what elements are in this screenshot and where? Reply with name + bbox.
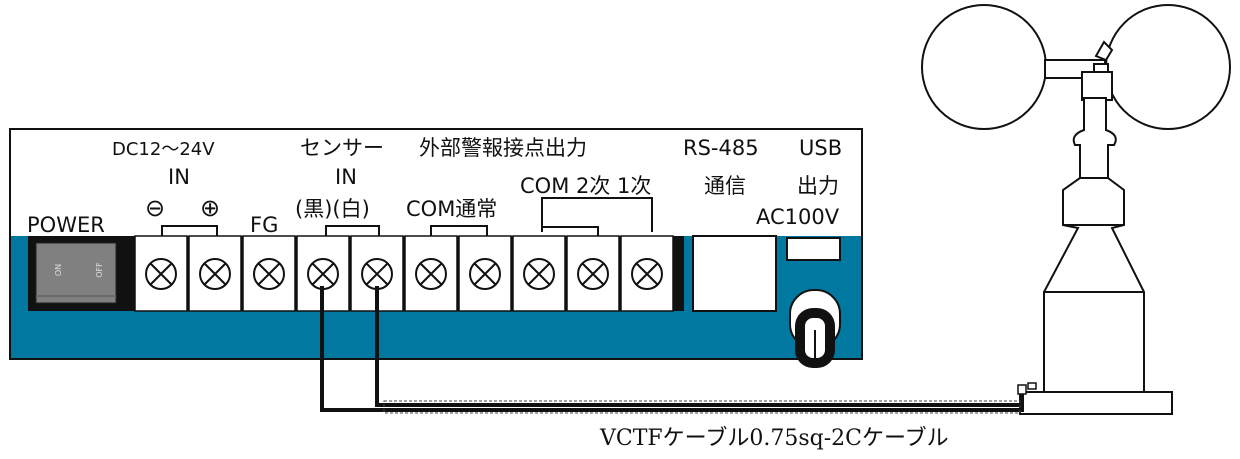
- rs485-label: RS-485: [683, 136, 759, 160]
- usb-port[interactable]: [786, 237, 841, 261]
- terminal-block: [134, 235, 674, 312]
- screw-terminal: [242, 235, 296, 312]
- power-in-label: IN: [168, 165, 190, 189]
- screw-terminal: [512, 235, 566, 312]
- anemometer-body: [1043, 97, 1145, 393]
- switch-off-label: OFF: [95, 262, 104, 278]
- sensor-label: センサー: [300, 136, 384, 160]
- anemometer-cup-left: [921, 4, 1047, 130]
- anemometer: [921, 4, 1231, 415]
- power-switch[interactable]: ON OFF: [28, 236, 122, 311]
- switch-on-label: ON: [54, 264, 63, 276]
- screw-terminal: [566, 235, 620, 312]
- plus-label: ⊕: [200, 194, 220, 222]
- anemometer-base: [1019, 391, 1173, 415]
- output-label: 出力: [797, 174, 839, 198]
- com-normal-label: COM通常: [406, 197, 497, 221]
- screw-terminal: [404, 235, 458, 312]
- minus-label: ⊖: [145, 194, 165, 222]
- cable-label: VCTFケーブル0.75sq-2Cケーブル: [599, 426, 949, 451]
- external-alarm-label: 外部警報接点出力: [419, 136, 587, 160]
- usb-label: USB: [799, 136, 842, 160]
- com-2-1-label: COM 2次 1次: [520, 174, 651, 198]
- comm-label: 通信: [704, 174, 746, 198]
- power-label: POWER: [27, 213, 105, 237]
- screw-terminal: [134, 235, 188, 312]
- sensor-cable: [320, 286, 1024, 414]
- sensor-in-label: IN: [335, 165, 357, 189]
- fg-label: FG: [250, 213, 278, 237]
- anemometer-cup-right: [1105, 4, 1231, 130]
- black-white-label: (黒)(白): [295, 197, 370, 221]
- ac-cord-grommet: [789, 289, 841, 368]
- dc-range-label: DC12～24V: [112, 139, 215, 160]
- screw-terminal: [620, 235, 674, 312]
- ac100v-label: AC100V: [756, 205, 840, 229]
- rs485-port[interactable]: [692, 235, 777, 312]
- screw-terminal: [188, 235, 242, 312]
- cable-sheath: [383, 400, 1021, 414]
- terminal-block-left-cap: [122, 236, 132, 311]
- screw-terminal: [458, 235, 512, 312]
- screw-terminal: [296, 235, 350, 312]
- grouping-brackets: [161, 197, 653, 236]
